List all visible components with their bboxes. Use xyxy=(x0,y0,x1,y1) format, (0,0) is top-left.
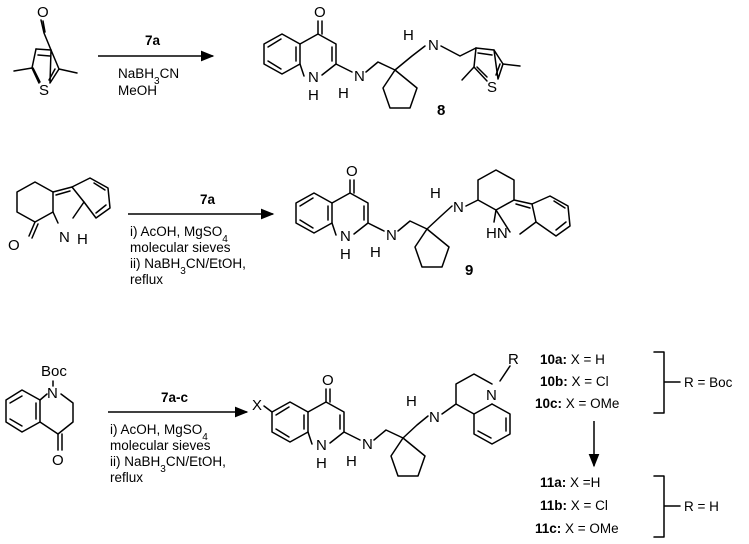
p10-ring-n: N xyxy=(316,437,327,454)
p8-link-n: N xyxy=(354,68,365,85)
product-9-label: 9 xyxy=(465,262,473,279)
reaction3-reagent: 7a-c xyxy=(161,390,189,405)
reaction2-starting-material: O N H xyxy=(8,177,111,254)
series-11-list: 11a: X =H 11b: X = Cl 11c: X = OMe R = H xyxy=(535,475,719,538)
p10-carbonyl-o: O xyxy=(322,372,334,389)
p9-indole-nh: HN xyxy=(486,225,508,242)
product-8-structure: O N H N H H N S 8 xyxy=(263,4,521,119)
reaction1-reagent: 7a xyxy=(145,33,161,48)
p10-x-substituent: X xyxy=(252,397,262,414)
series11-bracket xyxy=(653,475,681,538)
product-10-11-structure: X O N H N H H N N R xyxy=(252,351,519,477)
p8-carbonyl-o: O xyxy=(314,4,326,21)
p9-carbonyl-o: O xyxy=(346,163,358,180)
reaction-3: Boc N O 7a-c i) AcOH, MgSO4 molecular si… xyxy=(5,351,733,538)
p8-ring-h: H xyxy=(308,87,319,104)
p10-thq-n: N xyxy=(486,387,497,404)
sm3-boc: Boc xyxy=(41,363,67,380)
p10-amine-h: H xyxy=(406,393,417,410)
p9-amine-h: H xyxy=(430,185,441,202)
p8-amine-n: N xyxy=(428,37,439,54)
series10-row-a: 10a: X = H xyxy=(540,352,605,367)
sm2-nh-h: H xyxy=(77,231,88,248)
p10-link-h: H xyxy=(346,453,357,470)
series10-bracket xyxy=(653,351,681,414)
p9-amine-n: N xyxy=(453,199,464,216)
reaction3-condition-4: reflux xyxy=(110,470,143,485)
p10-r-substituent: R xyxy=(508,351,519,368)
series10-r-label: R = Boc xyxy=(684,375,733,390)
series11-row-b: 11b: X = Cl xyxy=(540,498,608,513)
p9-ring-n: N xyxy=(340,228,351,245)
sm3-n: N xyxy=(47,385,58,402)
reaction3-starting-material: Boc N O xyxy=(5,363,74,469)
p8-sulfur: S xyxy=(487,79,497,96)
series10-row-b: 10b: X = Cl xyxy=(540,374,609,389)
reaction2-reagent: 7a xyxy=(200,192,216,207)
sm1-sulfur-label: S xyxy=(39,82,49,99)
p10-ring-h: H xyxy=(316,455,327,472)
series10-row-c: 10c: X = OMe xyxy=(535,396,619,411)
reaction1-condition-2: MeOH xyxy=(118,83,157,98)
p9-ring-h: H xyxy=(340,246,351,263)
product-9-structure: O N H N H H N HN 9 xyxy=(295,163,571,279)
reaction1-starting-material: O S xyxy=(13,4,78,99)
p9-link-h: H xyxy=(370,244,381,261)
p8-amine-h: H xyxy=(403,27,414,44)
p10-amine-n: N xyxy=(429,409,440,426)
sm2-oxygen: O xyxy=(8,237,20,254)
reaction2-condition-4: reflux xyxy=(130,272,163,287)
series11-r-label: R = H xyxy=(684,499,719,514)
sm1-oxygen-label: O xyxy=(37,4,49,21)
p8-link-h: H xyxy=(338,85,349,102)
reaction-2: O N H 7a i) AcOH, MgSO4 molecular sieves… xyxy=(8,163,571,287)
sm2-nh-n: N xyxy=(59,229,70,246)
reaction-1: O S 7a NaBH3CN MeOH O N H N H H xyxy=(13,4,521,119)
reaction2-condition-2: molecular sieves xyxy=(130,240,231,255)
p10-link-n: N xyxy=(362,436,373,453)
p9-link-n: N xyxy=(386,227,397,244)
product-8-label: 8 xyxy=(437,102,445,119)
series11-row-c: 11c: X = OMe xyxy=(535,521,619,536)
p8-ring-n: N xyxy=(308,69,319,86)
reaction3-condition-2: molecular sieves xyxy=(110,438,211,453)
series11-row-a: 11a: X =H xyxy=(540,475,600,490)
sm3-oxygen: O xyxy=(52,452,64,469)
series-10-list: 10a: X = H 10b: X = Cl 10c: X = OMe R = … xyxy=(535,351,733,414)
